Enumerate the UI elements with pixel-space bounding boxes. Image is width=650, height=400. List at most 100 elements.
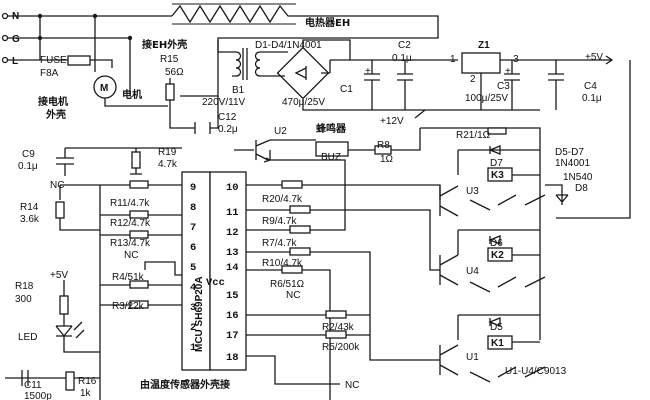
regulator-z1: Z1 1 2 3 + C3 100μ/25V C4 0.1μ +5V: [450, 40, 631, 219]
mcu-vcc: Vcc: [206, 277, 225, 289]
r15-symbol: [165, 83, 175, 101]
r13-label: R13/4.7k: [110, 238, 151, 249]
mcu-right-pins: 10 11 12 13 14 15 16 17 18: [226, 182, 239, 364]
r3-label: R3/22k: [112, 301, 145, 312]
motor-symbol: M: [100, 83, 108, 94]
motor-label: 电机: [122, 88, 142, 101]
mains-g-label: G: [12, 34, 20, 45]
mains-wiring: N G L: [1, 11, 439, 97]
mcu-pin-4: 4: [190, 282, 196, 294]
c1-value: 470μ/25V: [282, 97, 325, 108]
mcu-pin-12: 12: [226, 227, 239, 239]
d8-part: 1N540: [563, 172, 593, 183]
r12-label: R12/4.7k: [110, 218, 151, 229]
mcu-pin-8: 8: [190, 202, 196, 214]
r8-value: 1Ω: [380, 154, 394, 165]
mcu-pin-10: 10: [226, 182, 239, 194]
c9-nc: NC: [50, 180, 64, 191]
u1-label: U1: [466, 352, 479, 363]
transistors-label: U1-U4/C9013: [505, 366, 567, 377]
mcu-pin-5: 5: [190, 262, 196, 274]
r16-value: 1k: [80, 388, 92, 399]
z1-name: Z1: [478, 40, 490, 51]
nc-label-bottom: NC: [345, 380, 359, 391]
filter-caps: + C2 0.1μ: [330, 40, 458, 110]
plus12: +12V: [380, 116, 404, 127]
mcu-pin-11: 11: [226, 207, 239, 219]
mcu-pin-3: 3: [190, 302, 196, 314]
b1-value: 220V/11V: [202, 97, 246, 108]
z1-pin2: 2: [470, 74, 476, 85]
led-indicator: +5V R18 300 LED C11 1500p R16 1k: [5, 270, 100, 400]
mcu-pin-13: 13: [226, 247, 239, 259]
c3-plus: +: [505, 66, 511, 77]
r19-value: 4.7k: [158, 159, 178, 170]
fuse-name: FUSE: [40, 55, 67, 66]
r20-label: R20/4.7k: [262, 194, 303, 205]
mcu-pin-area: [209, 171, 247, 371]
heater-case-label: 接EH外壳: [142, 38, 187, 51]
mcu-pin-16: 16: [226, 310, 239, 322]
k3-label: K3: [491, 170, 504, 181]
vcc-out: +5V: [585, 52, 603, 63]
r4-label: R4/51k: [112, 272, 145, 283]
relay-bank: R21/1Ω D5-D7 1N4001 D7 K3 1N540 D8 U3 D6…: [420, 127, 593, 383]
led-label: LED: [18, 332, 37, 343]
u3-label: U3: [466, 186, 479, 197]
fuse-symbol: [67, 55, 91, 66]
buzzer-label: 蜂鸣器: [316, 122, 347, 135]
r7-label: R7/4.7k: [262, 238, 297, 249]
c1-name: C1: [340, 84, 353, 95]
buzzer-symbol-text: BUZ: [321, 152, 341, 163]
c9-value: 0.1μ: [18, 161, 38, 172]
r5-label: R5/200k: [322, 342, 360, 353]
d8-name: D8: [575, 183, 588, 194]
d6-label: D6: [490, 238, 503, 249]
mcu-pin-9: 9: [190, 182, 196, 194]
r11-label: R11/4.7k: [110, 198, 150, 209]
mcu-name: MCU SH69P20A: [194, 276, 205, 352]
heater-label: 电热器EH: [305, 16, 350, 29]
c3-value: 100μ/25V: [465, 93, 508, 104]
c2-value: 0.1μ: [392, 53, 412, 64]
r6-label: R6/51Ω: [270, 279, 305, 290]
r18-name: R18: [15, 281, 34, 292]
left-input-network: C9 0.1μ NC R19 4.7k R11/4.7k R12/4.7k R1…: [18, 147, 190, 400]
fuse-value: F8A: [40, 68, 59, 79]
r15-and-transformer: R15 56Ω B1 220V/11V: [160, 40, 268, 129]
c9-name: C9: [22, 149, 35, 160]
r18-supply: +5V: [50, 270, 68, 281]
buzzer-symbol: [315, 141, 349, 157]
c1-plus: +: [365, 66, 371, 77]
mcu-left-pins: 9 8 7 6 5 4 3 2 1: [190, 182, 196, 354]
mcu-pin-6: 6: [190, 242, 196, 254]
fuse-and-motor: FUSE F8A M 电机 接电机 外壳: [38, 16, 168, 121]
u4-label: U4: [466, 266, 479, 277]
z1-pin1: 1: [450, 54, 456, 65]
mcu-output-resistors: R20/4.7k R9/4.7k R7/4.7k R10/4.7k R6/51Ω…: [140, 150, 441, 400]
c4-name: C4: [584, 81, 597, 92]
heater-eh: 电热器EH 接EH外壳: [142, 3, 350, 51]
mcu-pin-17: 17: [226, 330, 239, 342]
buzzer-driver: C12 0.2μ U2 蜂鸣器 BUZ R8 1Ω +12V: [194, 109, 426, 165]
r14-value: 3.6k: [20, 214, 40, 225]
motor-case-label-1: 接电机: [38, 95, 68, 108]
rectifier-bridge: D1-D4/1N4001 470μ/25V C1: [255, 39, 540, 111]
u2-name: U2: [274, 126, 287, 137]
d7-label: D7: [490, 158, 503, 169]
nc-label-right: NC: [286, 290, 300, 301]
r15-value: 56Ω: [165, 67, 184, 78]
k1-label: K1: [491, 338, 504, 349]
r18-value: 300: [15, 294, 32, 305]
bridge-label: D1-D4/1N4001: [255, 40, 322, 51]
r19-name: R19: [158, 147, 177, 158]
mcu-pin-14: 14: [226, 262, 239, 274]
sensor-label: 由温度传感器外壳接: [140, 378, 230, 391]
r2-label: R2/43k: [322, 322, 355, 333]
r16-name: R16: [78, 376, 97, 387]
mcu-pin-2: 2: [190, 322, 196, 334]
mcu-pin-18: 18: [226, 352, 239, 364]
c2-name: C2: [398, 40, 411, 51]
k2-label: K2: [491, 250, 504, 261]
